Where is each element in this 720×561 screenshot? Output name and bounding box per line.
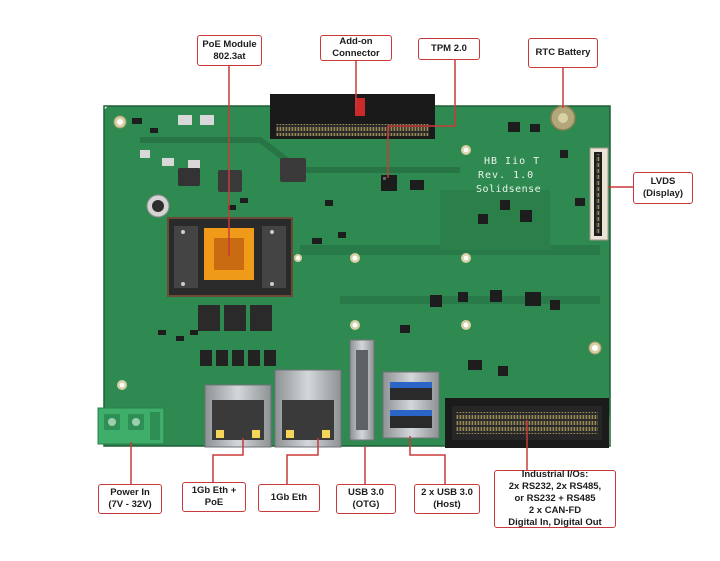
callout-power-in: Power In (7V - 32V): [98, 484, 162, 514]
power-in-terminal: [97, 407, 165, 445]
callout-eth: 1Gb Eth: [258, 484, 320, 512]
capacitor: [146, 194, 170, 218]
callout-addon-connector: Add-on Connector: [320, 35, 392, 61]
lvds-connector: [589, 147, 609, 241]
silkscreen-brand: Solidsense: [476, 184, 542, 195]
smd-components: [132, 115, 585, 376]
usb-otg-port: [349, 339, 375, 441]
callout-eth-poe: 1Gb Eth + PoE: [182, 482, 246, 512]
poe-module: [167, 217, 293, 297]
callout-tpm: TPM 2.0: [418, 38, 480, 60]
callout-rtc-battery: RTC Battery: [528, 38, 598, 68]
tpm-chip: [381, 175, 397, 191]
addon-connector: [270, 94, 435, 139]
rtc-battery: [550, 105, 576, 131]
inductors: [178, 158, 306, 331]
callout-usb-otg: USB 3.0 (OTG): [336, 484, 396, 514]
mosfet-row: [200, 350, 276, 366]
callout-poe-module: PoE Module 802.3at: [197, 35, 262, 66]
eth-poe-jack: [204, 384, 272, 448]
leader-lines: [130, 60, 633, 484]
silkscreen-rev: Rev. 1.0: [478, 170, 535, 181]
callout-lvds: LVDS (Display): [633, 172, 693, 204]
usb-host-ports: [382, 371, 440, 439]
callout-industrial-io: Industrial I/Os: 2x RS232, 2x RS485, or …: [494, 469, 616, 528]
callout-usb-host: 2 x USB 3.0 (Host): [414, 484, 480, 514]
eth-jack: [274, 369, 342, 448]
silkscreen-title: HB Iio T: [484, 156, 541, 167]
